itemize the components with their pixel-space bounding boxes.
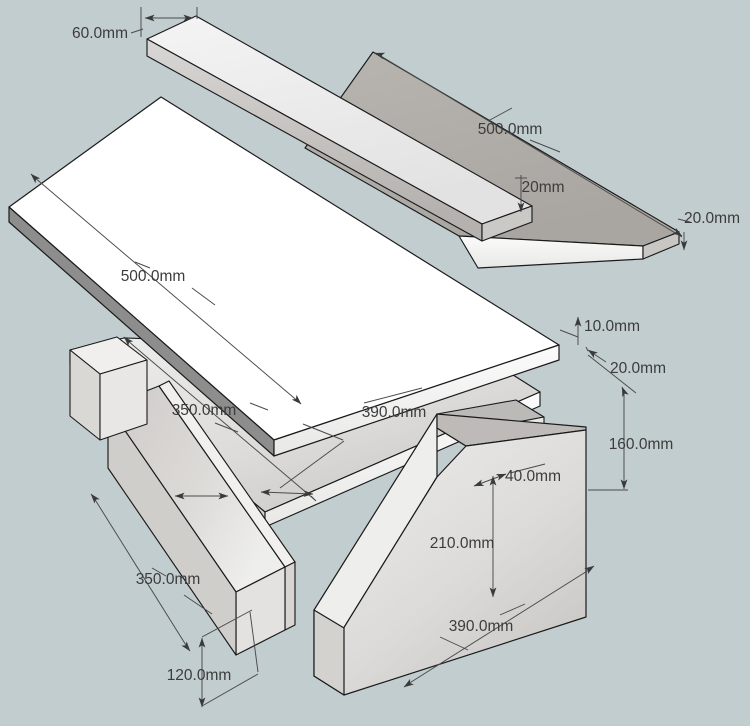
top-rail-bar-end-face xyxy=(481,205,533,242)
dimension-label-160mm-panel-upper-height: 160.0mm xyxy=(609,436,674,453)
arrowhead-d2a xyxy=(374,52,386,60)
leader-d10a xyxy=(587,354,637,394)
dimension-label-390mm-shelf-width: 390.0mm xyxy=(362,404,427,421)
leader-d15a xyxy=(201,609,253,638)
arrowhead-d13b xyxy=(181,641,191,652)
dimension-label-20mm-rail-thickness: 20mm xyxy=(521,179,564,196)
arrowhead-d10a xyxy=(621,386,629,398)
leader-d11 xyxy=(509,463,546,474)
leader-d14b xyxy=(439,636,469,651)
leader-d15c xyxy=(249,611,259,673)
dimension-label-40mm-notch-width: 40.0mm xyxy=(505,468,561,485)
dim-line-d9 xyxy=(587,349,607,363)
part-right-side-panel xyxy=(313,413,587,696)
arrowhead-d13a xyxy=(90,493,100,504)
dimension-label-210mm-panel-height: 210.0mm xyxy=(430,535,495,552)
leader-d4 xyxy=(677,218,691,223)
dimension-label-500mm-base-plate-length: 500.0mm xyxy=(478,121,543,138)
part-left-upper-rail xyxy=(69,336,148,441)
dim-line-d7-ext xyxy=(279,440,345,489)
dimension-label-20mm-base-plate-thickness: 20.0mm xyxy=(684,210,740,227)
left-side-panel-right-edge xyxy=(284,561,296,631)
part-main-top-plate xyxy=(8,96,560,457)
leader-d2b xyxy=(529,139,561,153)
dimension-label-390mm-right-panel-length: 390.0mm xyxy=(449,618,514,635)
dim-line-d7 xyxy=(260,488,314,498)
dimension-label-120mm-left-panel-height: 120.0mm xyxy=(167,667,232,684)
main-top-plate-front-edge xyxy=(273,344,560,457)
right-base-plate-right-edge xyxy=(642,231,680,260)
arrowhead-d14a xyxy=(403,678,414,688)
arrowhead-d5a xyxy=(30,173,41,184)
dimension-label-60mm-rail-width: 60.0mm xyxy=(72,25,128,42)
left-upper-rail-front-face xyxy=(99,359,148,441)
dim-line-d2 xyxy=(378,54,683,238)
leader-d5a xyxy=(134,261,151,269)
leader-d13b xyxy=(183,594,213,615)
leader-d7b xyxy=(302,423,344,441)
part-top-rail-bar xyxy=(146,15,533,242)
dim-line-d5 xyxy=(33,176,301,404)
leader-d2a xyxy=(487,107,513,122)
arrowhead-d5b xyxy=(291,394,302,405)
dimension-label-500mm-top-plate-length: 500.0mm xyxy=(121,268,186,285)
leader-d15b xyxy=(201,673,259,707)
leader-d6a xyxy=(249,402,269,411)
dimension-labels: 60.0mm 500.0mm 20mm 20.0mm 500.0mm 350.0… xyxy=(72,25,740,684)
ext-line-d9 xyxy=(585,346,589,352)
dim-line-d6-left xyxy=(127,340,316,501)
dimension-label-350mm-left-panel-length: 350.0mm xyxy=(136,571,201,588)
arrowhead-d2b xyxy=(672,227,683,237)
arrowhead-d6a xyxy=(123,336,134,347)
leader-d5b xyxy=(191,287,216,306)
dimension-lines xyxy=(30,7,691,708)
dim-line-d13 xyxy=(93,497,190,651)
part-left-side-panel xyxy=(107,380,296,656)
leader-d8 xyxy=(559,329,579,338)
leader-d7a xyxy=(363,387,423,404)
arrowhead-d14b xyxy=(584,565,595,575)
leader-d14a xyxy=(499,603,526,616)
dimension-label-350mm-top-plate-width: 350.0mm xyxy=(172,402,237,419)
dimension-label-10mm-brace-thickness: 10.0mm xyxy=(584,318,640,335)
right-side-panel-back-edge xyxy=(313,609,345,696)
dimension-label-20mm-side-panel-thickness: 20.0mm xyxy=(610,360,666,377)
leader-d1 xyxy=(130,28,144,34)
dim-line-d14 xyxy=(407,567,593,685)
leader-d13a xyxy=(151,567,167,577)
left-side-panel-back-edge xyxy=(107,405,237,656)
leader-d6b xyxy=(214,422,239,433)
